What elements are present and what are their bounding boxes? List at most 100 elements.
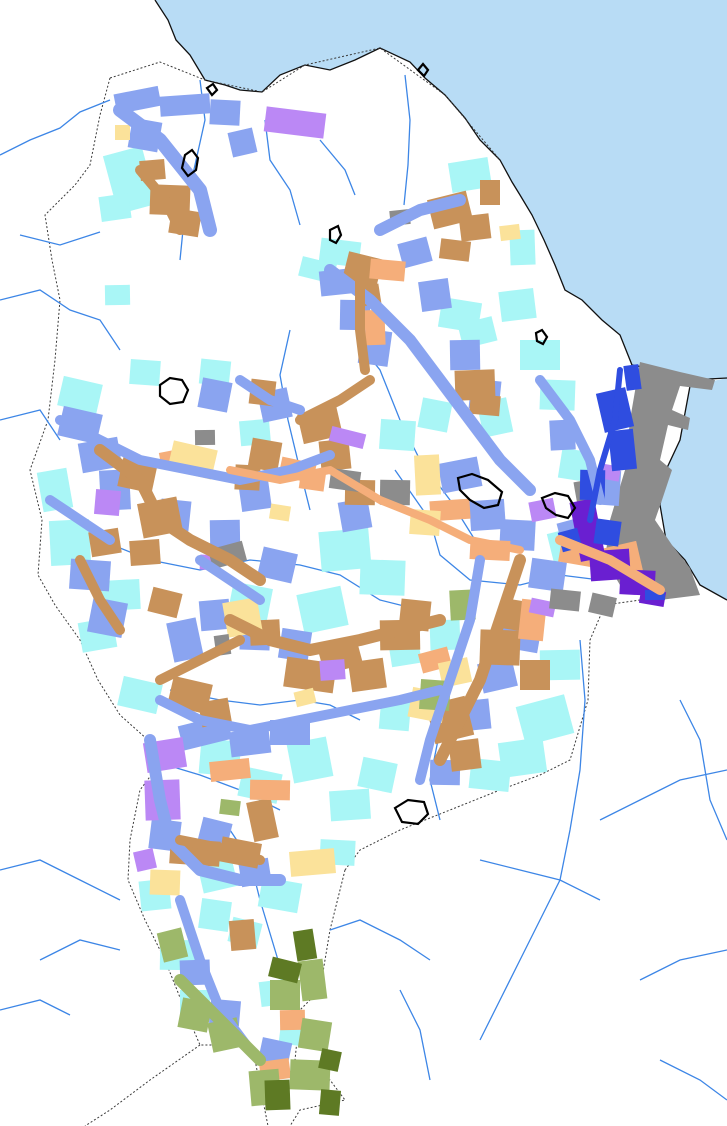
parcel-periwinkle	[528, 557, 567, 593]
parcel-light-cyan	[357, 756, 398, 794]
parcel-light-cyan	[286, 736, 334, 784]
parcel-periwinkle	[209, 99, 241, 126]
river-26	[679, 699, 727, 841]
parcel-dark-green	[318, 1048, 342, 1072]
parcel-periwinkle	[437, 456, 483, 494]
lake-outline	[205, 82, 219, 97]
corridor-tan-brown	[94, 444, 266, 586]
parcel-royal-blue	[607, 428, 638, 472]
parcel-tan-brown	[448, 738, 482, 772]
corridor-tan-brown	[295, 375, 375, 425]
municipal-boundary	[29, 47, 641, 1126]
parcel-tan-brown	[438, 238, 472, 262]
corridor-royal-blue	[587, 367, 623, 523]
corridor-periwinkle	[374, 194, 466, 236]
parcel-periwinkle	[397, 236, 433, 269]
river-22	[659, 1059, 727, 1101]
corridor-periwinkle	[235, 375, 305, 415]
lake-outline	[456, 472, 504, 510]
lake-outlines	[158, 62, 577, 826]
parcel-light-cyan	[515, 694, 575, 746]
parcel-olive-green	[297, 958, 328, 1002]
parcel-tan-brown	[469, 393, 501, 417]
parcel-violet	[133, 848, 157, 872]
parcel-salmon	[209, 757, 251, 783]
parcel-olive-green	[297, 1017, 333, 1053]
parcel-light-cyan	[429, 619, 461, 651]
parcel-tan-brown	[246, 797, 279, 843]
river-24	[399, 989, 431, 1081]
river-1	[19, 231, 101, 246]
parcel-pale-yellow	[268, 503, 292, 522]
parcel-olive-green	[156, 927, 189, 963]
parcel-dark-green	[268, 956, 302, 984]
river-14	[0, 859, 121, 901]
lake-outline	[328, 224, 343, 245]
parcel-pale-yellow	[149, 869, 181, 896]
parcel-gray	[588, 592, 617, 618]
parcel-light-cyan	[129, 358, 161, 387]
river-12	[169, 689, 361, 721]
river-5	[264, 119, 301, 226]
corridor-olive-green	[174, 974, 266, 1066]
parcel-pale-yellow	[288, 848, 337, 877]
parcel-pale-yellow	[115, 125, 130, 140]
river-20	[599, 769, 727, 821]
corridor-tan-brown	[75, 555, 125, 635]
river-16	[0, 999, 71, 1016]
river-2	[0, 289, 121, 351]
parcel-periwinkle	[197, 377, 233, 413]
parcel-gray	[549, 588, 581, 612]
parcel-light-cyan	[57, 375, 103, 415]
parcel-pale-yellow	[499, 223, 521, 242]
corridor-salmon	[555, 535, 665, 595]
corridor-periwinkle	[45, 495, 115, 545]
parcel-olive-green	[219, 798, 241, 817]
parcel-light-cyan	[378, 418, 417, 452]
parcel-light-cyan	[498, 287, 537, 323]
parcel-dark-green	[264, 1079, 291, 1111]
parcel-periwinkle	[228, 727, 272, 758]
parcel-light-cyan	[329, 788, 371, 822]
lake-outline	[534, 328, 549, 346]
parcel-light-cyan	[296, 585, 349, 635]
sea-area	[155, 0, 727, 600]
river-6	[319, 139, 356, 196]
parcel-dark-green	[292, 928, 318, 962]
corridor-periwinkle	[113, 103, 217, 237]
lake-outline	[393, 798, 430, 826]
parcel-periwinkle	[418, 278, 452, 312]
parcel-light-cyan	[117, 675, 163, 715]
parcel-tan-brown	[147, 586, 183, 619]
parcel-violet	[319, 659, 346, 681]
parcel-light-cyan	[104, 284, 131, 306]
parcel-periwinkle	[449, 339, 481, 371]
corridor-salmon	[226, 466, 524, 554]
parcel-tan-brown	[129, 538, 161, 567]
parcel-violet	[93, 488, 122, 517]
corridor-periwinkle	[195, 555, 265, 605]
parcel-royal-blue	[623, 364, 642, 391]
parcel-light-cyan	[318, 527, 372, 573]
corridor-tan-brown	[155, 635, 245, 685]
parcel-pale-yellow	[413, 454, 442, 496]
parcel-light-cyan	[198, 898, 232, 932]
lake-outline	[180, 148, 200, 178]
parcel-light-cyan	[48, 518, 92, 567]
parcel-light-cyan	[417, 397, 453, 433]
parcel-salmon	[369, 258, 406, 282]
parcel-periwinkle	[337, 497, 373, 533]
river-23	[479, 859, 601, 901]
corridor-periwinkle	[415, 555, 485, 785]
land-use-parcels	[36, 85, 667, 1116]
parcel-tan-brown	[480, 180, 500, 205]
parcel-violet	[328, 425, 367, 450]
corridor-periwinkle	[155, 685, 445, 735]
parcel-pale-yellow	[293, 687, 317, 708]
river-0	[0, 99, 111, 156]
river-15	[39, 939, 121, 961]
parcel-periwinkle	[166, 617, 204, 663]
parcel-salmon	[249, 779, 291, 801]
